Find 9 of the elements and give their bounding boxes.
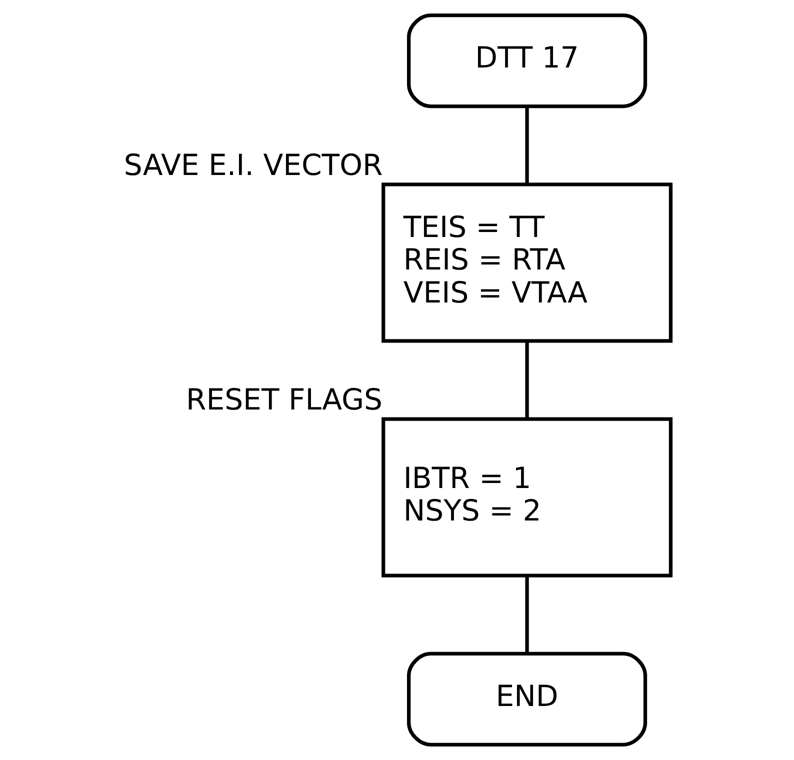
node-label: SAVE E.I. VECTOR	[124, 148, 383, 182]
node-box: TEIS = TT REIS = RTA VEIS = VTAA	[382, 182, 673, 343]
node-box: END	[407, 652, 648, 746]
connector	[525, 106, 529, 184]
connector	[525, 341, 529, 419]
node-label: RESET FLAGS	[186, 382, 382, 417]
node-box: DTT 17	[407, 14, 648, 108]
connector	[525, 576, 529, 654]
node-box: IBTR = 1 NSYS = 2	[382, 417, 673, 578]
